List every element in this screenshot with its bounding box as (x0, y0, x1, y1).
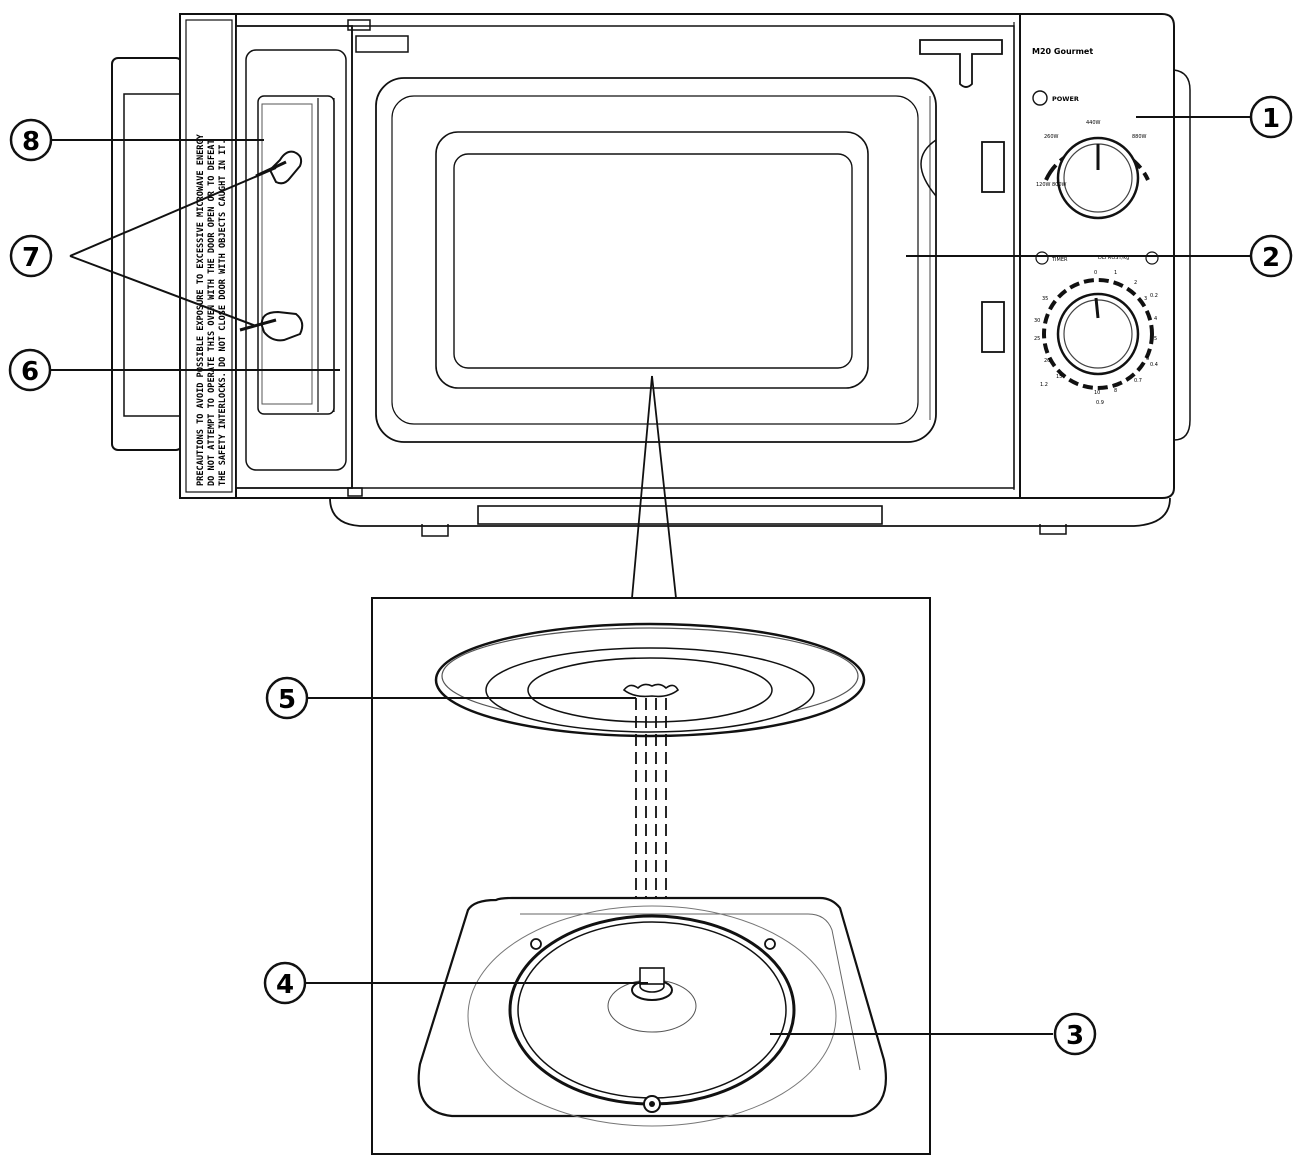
callout-4-number: 4 (276, 970, 294, 1000)
cavity-floor (417, 896, 888, 1127)
warning-line-1: PRECAUTIONS TO AVOID POSSIBLE EXPOSURE T… (196, 133, 206, 486)
timer-mark-1: 1 (1114, 270, 1117, 276)
callout-6: 6 (8, 348, 52, 392)
callout-2-number: 2 (1262, 243, 1280, 273)
timer-mark-5: 5 (1154, 336, 1157, 342)
timer-mark-6: 6 (1146, 356, 1149, 362)
timer-mark-0-2: 0.2 (1150, 293, 1158, 299)
power-label: POWER (1052, 95, 1079, 103)
door-warning-label: PRECAUTIONS TO AVOID POSSIBLE EXPOSURE T… (185, 19, 233, 493)
timer-mark-0-7: 0.7 (1134, 378, 1142, 384)
callout-5: 5 (265, 676, 309, 720)
defrost-label: DEFROST/kg (1098, 255, 1129, 261)
callout-4: 4 (263, 961, 307, 1005)
callout-7-number: 7 (22, 243, 40, 273)
callout-6-number: 6 (21, 357, 39, 387)
timer-knob: 0 1 2 3 0.2 4 5 0.4 6 0.7 8 10 0.9 15 1.… (1034, 270, 1158, 406)
callout-2: 2 (1249, 234, 1293, 278)
timer-mark-0-9: 0.9 (1096, 400, 1104, 406)
callout-5-number: 5 (278, 685, 296, 715)
timer-mark-2: 2 (1134, 280, 1137, 286)
defrost-icon (1145, 251, 1159, 265)
timer-mark-30: 30 (1034, 318, 1040, 324)
power-level-880: 880W (1132, 134, 1147, 140)
timer-mark-35: 35 (1042, 296, 1048, 302)
power-level-800: 800W (1052, 182, 1067, 188)
timer-icon (1035, 251, 1049, 265)
callout-8-number: 8 (22, 127, 40, 157)
model-name: M20 Gourmet (1032, 47, 1093, 56)
leader-7b (69, 255, 257, 327)
timer-mark-20: 20 (1044, 358, 1050, 364)
power-level-260: 260W (1044, 134, 1059, 140)
leader-lines (48, 116, 1251, 1035)
timer-mark-0: 0 (1094, 270, 1097, 276)
callout-1: 1 (1249, 95, 1293, 139)
callout-7: 7 (9, 234, 53, 278)
power-level-440: 440W (1086, 120, 1101, 126)
callout-3-number: 3 (1066, 1021, 1084, 1051)
power-level-120: 120W (1036, 182, 1051, 188)
warning-line-2: DO NOT ATTEMPT TO OPERATE THIS OVEN WITH… (207, 139, 217, 486)
timer-mark-3: 3 (1144, 296, 1147, 302)
glass-turntable (434, 622, 866, 738)
roller-ring (508, 914, 796, 1113)
timer-mark-1-2: 1.2 (1040, 382, 1048, 388)
callout-8: 8 (9, 118, 53, 162)
timer-mark-0-4: 0.4 (1150, 362, 1158, 368)
callout-1-number: 1 (1262, 104, 1280, 134)
callout-3: 3 (1053, 1012, 1097, 1056)
timer-mark-4: 4 (1154, 316, 1157, 322)
turntable-coupler (631, 967, 673, 1001)
power-knob: 120W 800W 260W 440W 880W (1036, 120, 1150, 220)
power-icon (1032, 90, 1048, 106)
timer-mark-10: 10 (1094, 390, 1100, 396)
timer-mark-25: 25 (1034, 336, 1040, 342)
microwave-body (111, 13, 1191, 537)
timer-label: TIMER (1051, 257, 1068, 263)
timer-mark-8: 8 (1114, 388, 1117, 394)
timer-mark-15: 15 (1056, 374, 1062, 380)
leader-7a (69, 167, 277, 257)
zoom-lines (631, 375, 677, 599)
